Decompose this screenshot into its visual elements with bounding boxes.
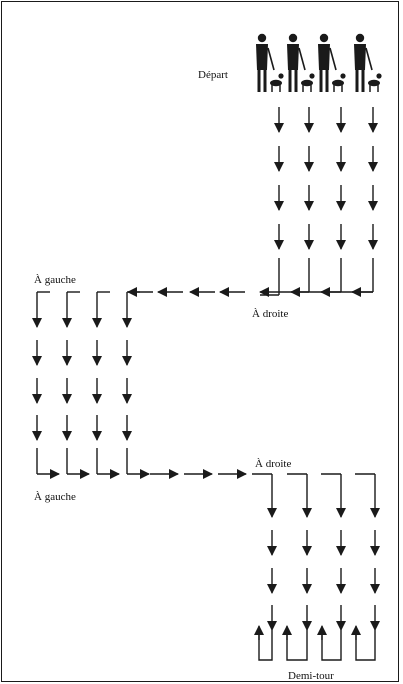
- turn-right-label-1: À droite: [252, 308, 289, 320]
- person-leg: [257, 70, 261, 92]
- person-head: [355, 33, 365, 43]
- person-body: [256, 44, 268, 70]
- direction-arrows: [32, 107, 380, 640]
- leash: [365, 47, 373, 71]
- person-head: [257, 33, 267, 43]
- person-body: [354, 44, 366, 70]
- person-leg: [294, 70, 298, 92]
- dog-body: [368, 79, 380, 87]
- person-leg: [325, 70, 329, 92]
- person-head: [319, 33, 329, 43]
- dog-body: [270, 79, 282, 87]
- person-leg: [288, 70, 292, 92]
- starting-team-figures: [256, 33, 382, 92]
- person-head: [288, 33, 298, 43]
- about-turn-label: Demi-tour: [288, 670, 334, 682]
- turn-left-label-2: À gauche: [34, 491, 76, 503]
- person-body: [287, 44, 299, 70]
- dog-body: [332, 79, 344, 87]
- person-body: [318, 44, 330, 70]
- dog-head: [376, 73, 382, 79]
- leash: [329, 47, 337, 71]
- person-with-dog-icon: [287, 33, 315, 92]
- dog-head: [278, 73, 284, 79]
- about-turn-loop: [321, 628, 342, 661]
- person-leg: [355, 70, 359, 92]
- person-leg: [319, 70, 323, 92]
- dog-head: [340, 73, 346, 79]
- person-with-dog-icon: [318, 33, 346, 92]
- about-turn-loop: [355, 628, 376, 661]
- turn-right-label-2: À droite: [255, 458, 292, 470]
- start-label: Départ: [198, 69, 228, 81]
- about-turn-loop: [286, 628, 308, 661]
- dog-body: [301, 79, 313, 87]
- leash: [267, 47, 275, 71]
- person-with-dog-icon: [354, 33, 382, 92]
- formation-paths: [36, 258, 376, 661]
- person-leg: [263, 70, 267, 92]
- turn-left-label-1: À gauche: [34, 274, 76, 286]
- leash: [298, 47, 306, 71]
- person-leg: [361, 70, 365, 92]
- person-with-dog-icon: [256, 33, 284, 92]
- about-turn-loop: [258, 628, 273, 661]
- dog-head: [309, 73, 315, 79]
